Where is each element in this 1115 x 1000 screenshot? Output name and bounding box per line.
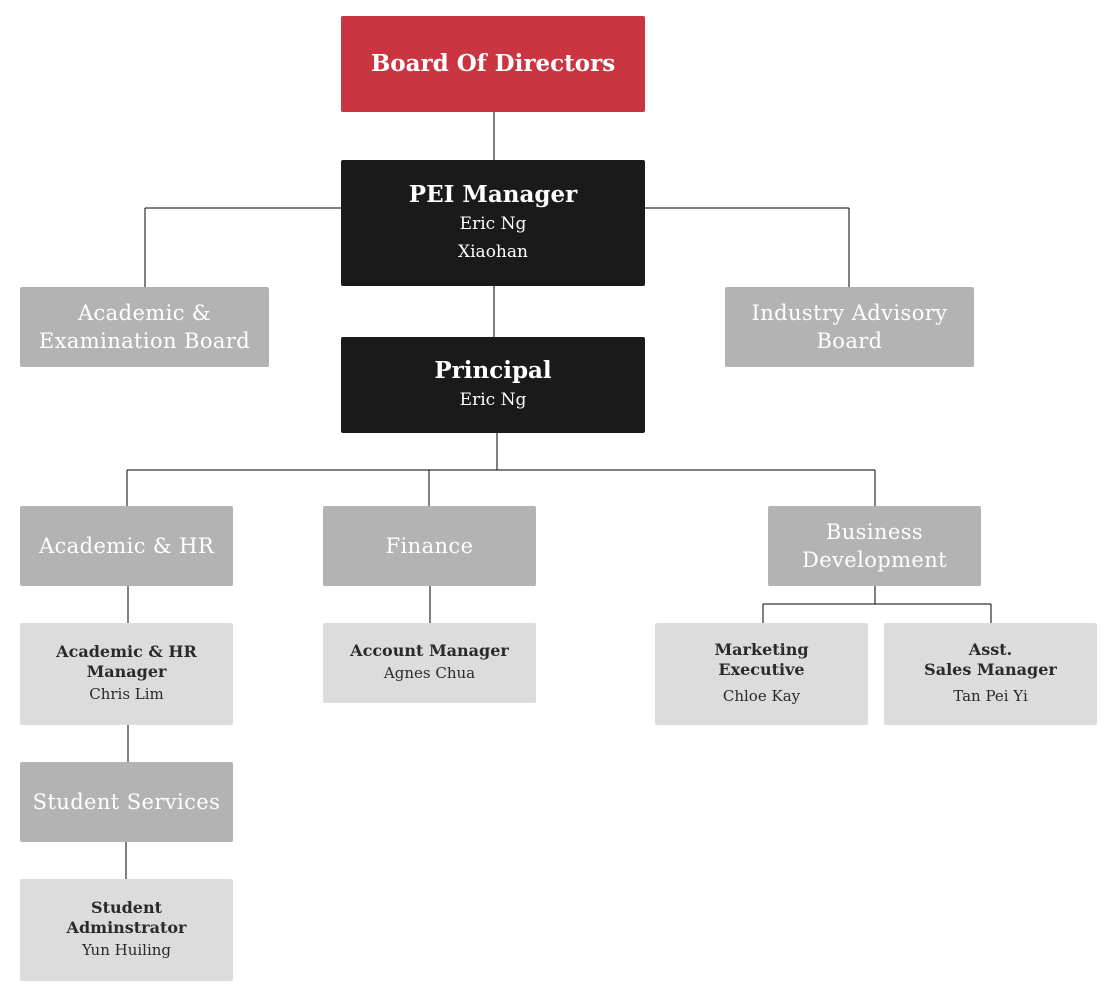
- student-administrator-name: Yun Huiling: [81, 941, 172, 959]
- marketing-executive-name: Chloe Kay: [722, 687, 801, 705]
- student-services-box: Student Services: [20, 762, 233, 842]
- business-development-box: Business Development: [768, 506, 981, 586]
- principal-name: Eric Ng: [459, 390, 527, 410]
- academic-board-line-1: Academic &: [77, 301, 212, 325]
- marketing-executive-box: Marketing Executive Chloe Kay: [655, 623, 868, 725]
- asst-sales-manager-name: Tan Pei Yi: [953, 687, 1028, 705]
- student-administrator-role-2: Adminstrator: [66, 918, 187, 937]
- academic-examination-board-box: Academic & Examination Board: [20, 287, 269, 367]
- student-administrator-box: Student Adminstrator Yun Huiling: [20, 879, 233, 981]
- asst-sales-manager-role-2: Sales Manager: [924, 660, 1057, 679]
- principal-box: Principal Eric Ng: [341, 337, 645, 433]
- pei-manager-title: PEI Manager: [408, 181, 578, 208]
- account-manager-name: Agnes Chua: [383, 664, 476, 682]
- academic-hr-manager-role-1: Academic & HR: [56, 642, 197, 661]
- asst-sales-manager-role-1: Asst.: [968, 640, 1013, 659]
- academic-hr-manager-role-2: Manager: [86, 662, 167, 681]
- board-of-directors-title: Board Of Directors: [370, 50, 616, 77]
- account-manager-role: Account Manager: [350, 641, 509, 660]
- pei-manager-name-2: Xiaohan: [458, 242, 528, 262]
- academic-hr-manager-name: Chris Lim: [89, 685, 164, 703]
- finance-box: Finance: [323, 506, 536, 586]
- business-development-line-2: Development: [801, 548, 948, 572]
- academic-hr-label: Academic & HR: [38, 534, 215, 558]
- pei-manager-box: PEI Manager Eric Ng Xiaohan: [341, 160, 645, 286]
- academic-hr-box: Academic & HR: [20, 506, 233, 586]
- industry-board-line-2: Board: [816, 329, 883, 353]
- marketing-executive-role-1: Marketing: [714, 640, 809, 659]
- industry-advisory-board-box: Industry Advisory Board: [725, 287, 974, 367]
- pei-manager-name-1: Eric Ng: [459, 214, 527, 234]
- asst-sales-manager-box: Asst. Sales Manager Tan Pei Yi: [884, 623, 1097, 725]
- board-of-directors-box: Board Of Directors: [341, 16, 645, 112]
- student-services-label: Student Services: [32, 790, 221, 814]
- marketing-executive-role-2: Executive: [718, 660, 805, 679]
- academic-board-line-2: Examination Board: [38, 329, 251, 353]
- student-administrator-role-1: Student: [91, 898, 162, 917]
- principal-title: Principal: [434, 357, 552, 384]
- account-manager-box: Account Manager Agnes Chua: [323, 623, 536, 703]
- academic-hr-manager-box: Academic & HR Manager Chris Lim: [20, 623, 233, 725]
- finance-label: Finance: [385, 534, 474, 558]
- industry-board-line-1: Industry Advisory: [751, 301, 948, 325]
- business-development-line-1: Business: [825, 520, 924, 544]
